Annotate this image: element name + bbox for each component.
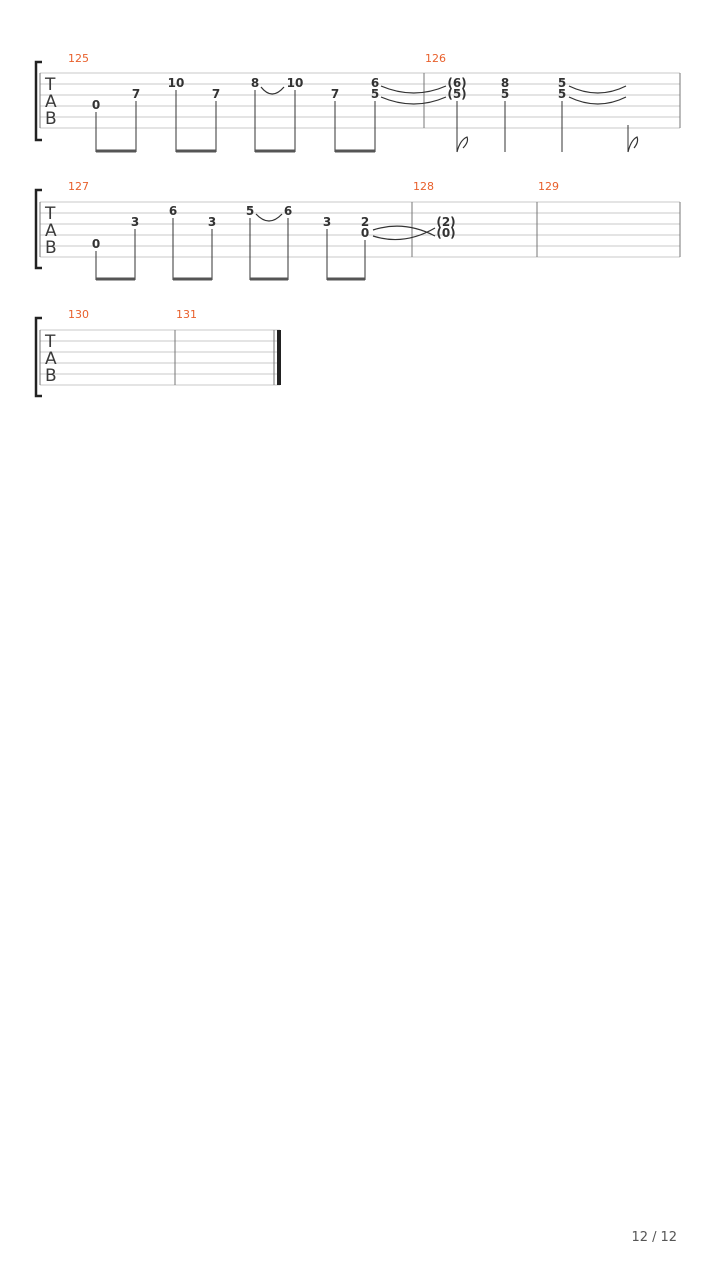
tab-clef-a: A bbox=[45, 221, 57, 241]
tab-staff bbox=[40, 329, 280, 386]
system-bracket bbox=[34, 60, 42, 142]
fret-number: 10 bbox=[168, 76, 185, 90]
fret-number: 3 bbox=[131, 215, 139, 229]
fret-number: 5 bbox=[501, 87, 509, 101]
system-1: T A B 125 126 0 7 10 7 8 10 7 6 5 (6) (5… bbox=[34, 52, 681, 153]
fret-number: (5) bbox=[447, 87, 466, 101]
note-flag bbox=[627, 136, 639, 153]
fret-number: 7 bbox=[212, 87, 220, 101]
measure-number: 127 bbox=[68, 180, 89, 193]
measure-number: 129 bbox=[538, 180, 559, 193]
fret-number: 6 bbox=[284, 204, 292, 218]
note-stems bbox=[95, 218, 366, 280]
measure-number: 131 bbox=[176, 308, 197, 321]
fret-number: 5 bbox=[558, 87, 566, 101]
tab-clef-t: T bbox=[44, 204, 56, 224]
measure-number: 125 bbox=[68, 52, 89, 65]
fret-number: 5 bbox=[371, 87, 379, 101]
tab-staff bbox=[40, 72, 680, 129]
page-separator: / bbox=[652, 1230, 657, 1245]
system-bracket bbox=[34, 316, 42, 398]
system-3: T A B 130 131 bbox=[34, 308, 281, 398]
system-2: T A B 127 128 129 0 3 6 3 5 6 3 2 0 (2) … bbox=[34, 180, 681, 281]
measure-number: 126 bbox=[425, 52, 446, 65]
tab-clef-t: T bbox=[44, 332, 56, 352]
fret-number: (0) bbox=[436, 226, 455, 240]
slurs bbox=[260, 85, 627, 105]
tab-clef-a: A bbox=[45, 92, 57, 112]
fret-number: 6 bbox=[371, 76, 379, 90]
fret-number: 5 bbox=[558, 76, 566, 90]
slurs bbox=[255, 213, 436, 241]
current-page: 12 bbox=[631, 1230, 649, 1245]
fret-number: 8 bbox=[251, 76, 259, 90]
total-pages: 12 bbox=[660, 1230, 677, 1245]
fret-number: 2 bbox=[361, 215, 369, 229]
tab-clef-b: B bbox=[45, 109, 57, 129]
fret-number: 10 bbox=[287, 76, 304, 90]
system-bracket bbox=[34, 188, 42, 270]
fret-number: (6) bbox=[447, 76, 466, 90]
note-flag bbox=[456, 136, 469, 153]
tab-staff bbox=[40, 201, 680, 258]
fret-number: (2) bbox=[436, 215, 455, 229]
fret-number: 7 bbox=[132, 87, 140, 101]
fret-number: 3 bbox=[208, 215, 216, 229]
fret-number: 0 bbox=[361, 226, 369, 240]
fret-number: 3 bbox=[323, 215, 331, 229]
tab-clef-a: A bbox=[45, 349, 57, 369]
fret-number: 7 bbox=[331, 87, 339, 101]
measure-number: 130 bbox=[68, 308, 89, 321]
fret-number: 6 bbox=[169, 204, 177, 218]
fret-number: 5 bbox=[246, 204, 254, 218]
fret-number: 8 bbox=[501, 76, 509, 90]
measure-number: 128 bbox=[413, 180, 434, 193]
page-indicator: 12 / 12 bbox=[632, 1230, 677, 1245]
note-stems bbox=[95, 90, 629, 152]
tab-clef-b: B bbox=[45, 238, 57, 258]
fret-number: 0 bbox=[92, 237, 100, 251]
tab-clef-t: T bbox=[44, 75, 56, 95]
tab-clef-b: B bbox=[45, 366, 57, 386]
fret-number: 0 bbox=[92, 98, 100, 112]
